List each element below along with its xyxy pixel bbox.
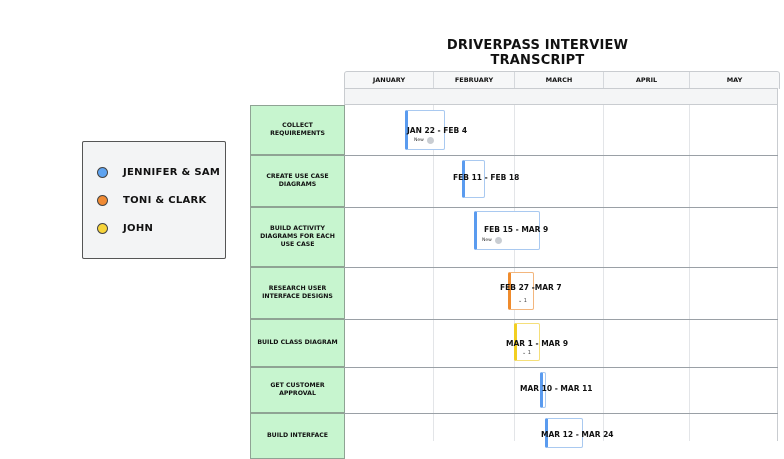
page-title: DRIVERPASS INTERVIEW TRANSCRIPT	[446, 38, 629, 68]
task-card[interactable]	[514, 323, 540, 361]
grid-line	[689, 105, 690, 441]
grid-line	[777, 105, 778, 441]
blue-dot-icon	[97, 166, 108, 178]
month-february: FEBRUARY	[434, 72, 515, 89]
month-march: MARCH	[515, 72, 604, 89]
row-label[interactable]: RESEARCH USER INTERFACE DESIGNS	[250, 267, 345, 319]
vote-count: ⌄ 1	[518, 298, 527, 304]
row-label[interactable]: BUILD CLASS DIAGRAM	[250, 319, 345, 367]
grid-line	[603, 105, 604, 441]
row-divider	[344, 413, 778, 414]
vote-count: ⌄ 1	[522, 350, 531, 356]
legend-item: TONI & CLARK	[97, 193, 207, 207]
avatar-icon	[494, 237, 502, 244]
task-dates: FEB 27 -MAR 7	[500, 283, 562, 292]
task-dates: MAR 1 - MAR 9	[506, 339, 569, 348]
task-card[interactable]	[462, 160, 485, 198]
task-card[interactable]	[508, 272, 534, 310]
grid-line	[433, 105, 434, 441]
task-card[interactable]	[474, 211, 540, 250]
avatar-icon	[426, 137, 434, 144]
row-divider	[344, 155, 778, 156]
legend-label: JENNIFER & SAM	[123, 166, 221, 178]
row-divider	[344, 367, 778, 368]
legend-label: JOHN	[123, 222, 154, 234]
status-chip[interactable]: New	[482, 237, 502, 244]
row-label[interactable]: CREATE USE CASE DIAGRAMS	[250, 155, 345, 207]
month-header: JANUARY FEBRUARY MARCH APRIL MAY	[344, 71, 780, 89]
task-dates: JAN 22 - FEB 4	[407, 126, 468, 135]
orange-dot-icon	[97, 194, 108, 206]
task-card[interactable]	[405, 110, 445, 150]
legend: JENNIFER & SAM TONI & CLARK JOHN	[82, 141, 226, 259]
row-label[interactable]: COLLECT REQUIREMENTS	[250, 105, 345, 155]
task-dates: FEB 15 - MAR 9	[484, 225, 549, 234]
legend-item: JENNIFER & SAM	[97, 165, 220, 179]
task-dates: MAR 10 - MAR 11	[520, 384, 593, 393]
row-divider	[344, 319, 778, 320]
legend-item: JOHN	[97, 221, 153, 235]
row-divider	[344, 207, 778, 208]
row-label[interactable]: BUILD INTERFACE	[250, 413, 345, 459]
row-label[interactable]: BUILD ACTIVITY DIAGRAMS FOR EACH USE CAS…	[250, 207, 345, 267]
task-card[interactable]	[540, 372, 546, 408]
status-chip[interactable]: New	[414, 137, 434, 144]
timeline-subheader	[344, 88, 778, 105]
row-label[interactable]: GET CUSTOMER APPROVAL	[250, 367, 345, 413]
month-january: JANUARY	[345, 72, 434, 89]
task-dates: MAR 12 - MAR 24	[541, 430, 614, 439]
month-april: APRIL	[604, 72, 690, 89]
row-divider	[344, 267, 778, 268]
legend-label: TONI & CLARK	[123, 194, 207, 206]
yellow-dot-icon	[97, 222, 108, 234]
month-may: MAY	[726, 76, 743, 84]
task-dates: FEB 11 - FEB 18	[453, 173, 520, 182]
